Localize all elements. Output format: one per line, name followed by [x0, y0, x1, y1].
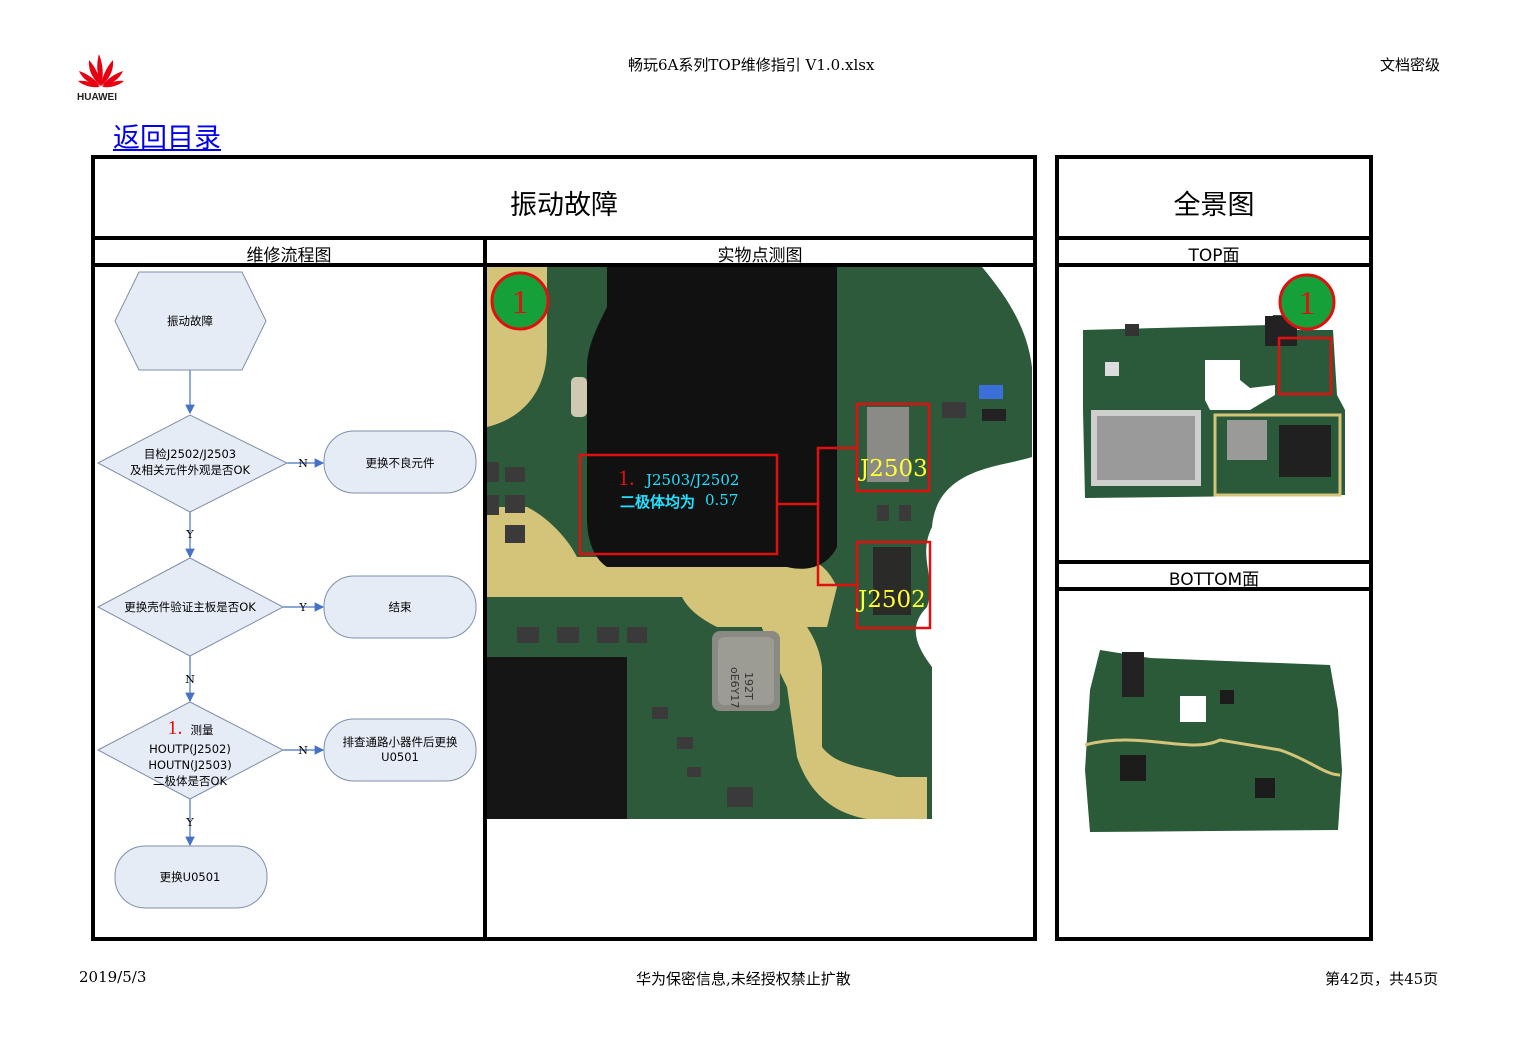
flow-measure-node [96, 701, 285, 800]
flow-check-appearance [96, 414, 289, 513]
edge-label-n3: N [298, 744, 308, 757]
repair-flowchart: 振动故障 目检J2502/J2503 及相关元件外观是否OK 更换不良元件 更换… [96, 271, 477, 909]
footer-page-number: 第42页，共45页 [1325, 970, 1439, 988]
callout-line2-label: 二极体均为 [620, 493, 695, 511]
flow-end-node [323, 575, 477, 639]
flow-check-path-line2: U0501 [381, 750, 419, 764]
main-title: 振动故障 [510, 190, 618, 221]
flow-check-path-node [323, 718, 477, 782]
flow-header: 维修流程图 [246, 246, 332, 266]
flow-replace-u0501-node [114, 845, 268, 909]
flow-check2-text: 更换壳件验证主板是否OK [124, 600, 256, 614]
chip-text-2: oE6Y17 [728, 667, 741, 708]
panorama-title: 全景图 [1173, 190, 1255, 221]
edge-label-n2: N [185, 673, 195, 686]
panorama-table [1055, 155, 1373, 941]
photo-header: 实物点测图 [717, 246, 803, 266]
main-table [91, 155, 1037, 941]
file-title: 畅玩6A系列TOP维修指引 V1.0.xlsx [628, 56, 875, 74]
top-side-label: TOP面 [1188, 246, 1240, 266]
flow-measure-line4: 二极体是否OK [153, 774, 228, 788]
huawei-logo: HUAWEI [76, 52, 126, 103]
flow-check-housing [96, 557, 285, 657]
callout-line1: J2503/J2502 [644, 471, 739, 489]
footer-date: 2019/5/3 [79, 968, 147, 986]
flow-start-text: 振动故障 [167, 314, 213, 328]
top-locator-number: 1 [1299, 285, 1316, 322]
top-locator-marker [1278, 273, 1336, 331]
flow-measure-label: 测量 [191, 723, 214, 737]
location-marker-number: 1 [512, 284, 529, 321]
edge-label-y3: Y [185, 816, 194, 829]
flow-measure-number: 1. [168, 717, 183, 739]
flow-measure-line3: HOUTN(J2503) [148, 758, 231, 772]
flow-measure-line2: HOUTP(J2502) [149, 742, 231, 756]
top-locator-box [1277, 336, 1333, 396]
back-to-index-link[interactable]: 返回目录 [113, 123, 221, 154]
bottom-board-photo [1084, 650, 1342, 832]
chip-text-1: 192T [742, 672, 755, 700]
flow-start-node [114, 271, 267, 371]
flow-replace-bad-text: 更换不良元件 [366, 456, 435, 470]
edge-label-y2: Y [298, 601, 307, 614]
flow-check1-line1: 目检J2502/J2503 [144, 447, 236, 461]
security-label: 文档密级 [1380, 56, 1441, 74]
flow-replace-bad-node [323, 430, 477, 494]
edge-label-n1: N [298, 457, 308, 470]
j2503-label: J2503 [858, 456, 928, 482]
j2502-label: J2502 [856, 587, 926, 613]
flow-check-path-line1: 排查通路小器件后更换 [343, 735, 458, 749]
flow-replace-u-text: 更换U0501 [160, 870, 221, 884]
bottom-side-label: BOTTOM面 [1168, 570, 1260, 590]
callout-line2-value: 0.57 [705, 491, 738, 509]
huawei-petals-icon [78, 54, 124, 88]
pcb-closeup-photo: 192T oE6Y17 1. J2503/J2502 二极体均为 0.57 J2… [487, 267, 1033, 819]
flow-end-text: 结束 [389, 600, 412, 614]
logo-text: HUAWEI [77, 92, 117, 103]
flow-check1-line2: 及相关元件外观是否OK [130, 463, 251, 477]
top-board-photo: 1 [1083, 273, 1345, 498]
callout-number: 1. [618, 465, 635, 490]
location-marker [490, 271, 550, 331]
footer-confidential: 华为保密信息,未经授权禁止扩散 [636, 970, 851, 988]
edge-label-y1: Y [185, 528, 194, 541]
